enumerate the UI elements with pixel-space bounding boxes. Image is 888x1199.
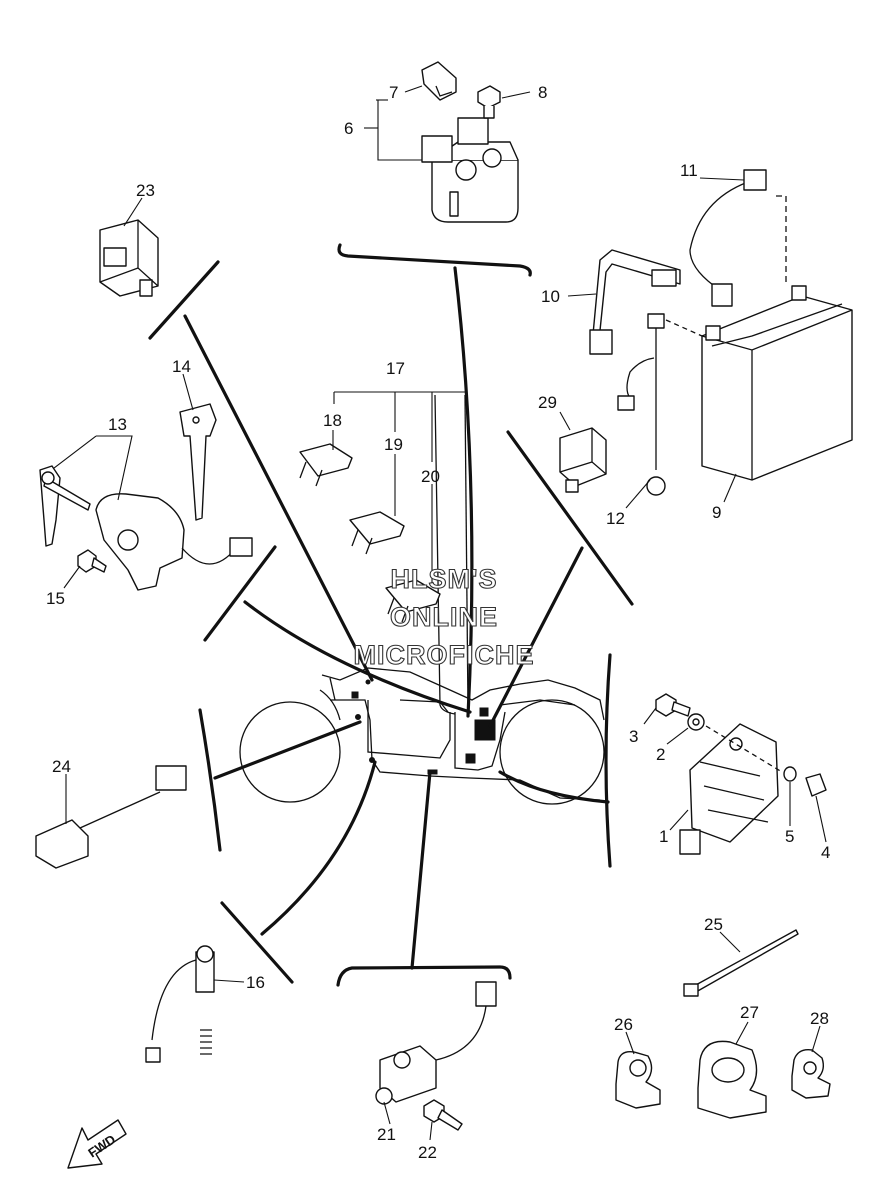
relay-part-29	[559, 427, 607, 493]
watermark-line-2: ONLINE	[390, 602, 498, 632]
bolt-part-3	[655, 693, 691, 717]
starter-relay-part	[421, 117, 519, 223]
callout-4: 4	[821, 843, 830, 862]
fuse-part-7	[421, 61, 457, 101]
callout-23: 23	[136, 181, 155, 200]
cable-tie-part-25	[683, 929, 799, 997]
switch-part-16	[145, 945, 215, 1063]
main-switch-part-13	[95, 493, 253, 591]
washer-part-2	[687, 713, 783, 773]
key-part-14	[179, 403, 217, 521]
callout-2: 2	[656, 745, 665, 764]
callout-10: 10	[541, 287, 560, 306]
callout-numbers: 1 2 3 4 5 6 7 8 9 10 11 12 13 14 15 16 1…	[46, 83, 830, 1162]
group-brackets	[148, 243, 634, 987]
callout-5: 5	[785, 827, 794, 846]
callout-11: 11	[680, 161, 698, 180]
battery-part-9	[701, 285, 853, 481]
motorcycle-outline	[239, 667, 605, 805]
callout-17: 17	[386, 359, 405, 378]
callout-28: 28	[810, 1009, 829, 1028]
watermark-line-1: HLSM'S	[391, 564, 498, 594]
callout-9: 9	[712, 503, 721, 522]
callout-18: 18	[323, 411, 342, 430]
nut-part-4	[805, 773, 827, 797]
clamp-part-28	[791, 1049, 831, 1099]
bolt-part-8	[477, 85, 501, 119]
callout-7: 7	[389, 83, 398, 102]
callout-22: 22	[418, 1143, 437, 1162]
callout-27: 27	[740, 1003, 759, 1022]
callout-19: 19	[384, 435, 403, 454]
callout-20: 20	[421, 467, 440, 486]
relay-part-23	[99, 219, 159, 297]
sensor-part-21	[375, 981, 497, 1105]
callout-12: 12	[606, 509, 625, 528]
callout-15: 15	[46, 589, 65, 608]
ground-lead-part-12	[617, 313, 703, 496]
screw-part-15	[77, 549, 107, 573]
callout-8: 8	[538, 83, 547, 102]
callout-3: 3	[629, 727, 638, 746]
sensor-part-24	[35, 765, 187, 869]
callout-16: 16	[246, 973, 265, 992]
heavy-leader-lines	[183, 266, 610, 970]
callout-leaders	[53, 85, 827, 1141]
callout-1: 1	[659, 827, 668, 846]
bolt-part-22	[423, 1099, 463, 1131]
clamp-part-26	[615, 1051, 661, 1109]
watermark-line-3: MICROFICHE	[354, 640, 535, 670]
callout-21: 21	[377, 1125, 396, 1144]
fuse-part-20	[385, 579, 441, 623]
fuse-part-18	[299, 443, 353, 487]
watermark: HLSM'S ONLINE MICROFICHE	[353, 563, 535, 670]
callout-25: 25	[704, 915, 723, 934]
callout-14: 14	[172, 357, 191, 376]
rectifier-part-1	[679, 723, 779, 855]
callout-6: 6	[344, 119, 353, 138]
washer-part-5	[783, 766, 797, 782]
key-part-13	[39, 465, 91, 547]
battery-cable-part-10	[589, 249, 681, 355]
battery-lead-part-11	[689, 169, 787, 307]
callout-13: 13	[108, 415, 127, 434]
clamp-part-27	[697, 1040, 767, 1119]
callout-29: 29	[538, 393, 557, 412]
fwd-arrow-icon: FWD	[67, 1119, 127, 1169]
callout-26: 26	[614, 1015, 633, 1034]
fuse-part-19	[349, 511, 405, 555]
callout-24: 24	[52, 757, 71, 776]
